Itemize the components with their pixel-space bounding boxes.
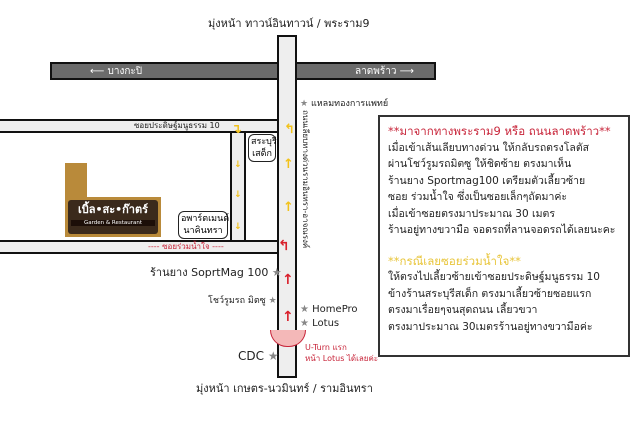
instructions-list-2: ให้ตรงไปเลี้ยวซ้ายเข้าซอยประดิษฐ์มนูธรรม…	[388, 269, 620, 335]
arrow-turn-down-icon: ↴	[231, 122, 242, 137]
instruction-line: ตรงมาเรื่อยๆจนสุดถนน เลี้ยวขวา	[388, 304, 538, 316]
instructions-heading-2: **กรณีเลยซอยร่วมน้ำใจ**	[388, 253, 521, 268]
instruction-line: เมื่อเข้าซอยตรงมาประมาณ 30 เมตร	[388, 207, 555, 220]
landmark-homepro: ★ HomePro	[300, 304, 358, 315]
east-label: ลาดพร้าว	[355, 66, 397, 77]
instruction-line: ให้ตรงไปเลี้ยวซ้ายเข้าซอยประดิษฐ์มนูธรรม…	[388, 271, 600, 283]
arrow-down-icon: ↓	[234, 222, 242, 232]
restaurant-logo: เบิ้ล•สะ•ก๊าตร์ Garden & Restaurant	[65, 197, 161, 237]
instructions-heading-1: **มาจากทางพระราม9 หรือ ถนนลาดพร้าว**	[388, 124, 611, 138]
arrow-turn-left-red-icon: ↰	[278, 238, 290, 254]
road-side-street	[230, 131, 246, 242]
sportmag-label: ร้านยาง SoprtMag 100	[150, 266, 269, 279]
west-label: บางกะปิ	[107, 66, 143, 77]
homepro-label: HomePro	[312, 304, 358, 315]
laemthong-label: แหลมทองการแพทย์	[310, 99, 389, 109]
instruction-line: ซอย ร่วมน้ำใจ ซึ่งเป็นซอยเล็กๆถัดมาค่ะ	[388, 191, 568, 203]
uturn-icon	[270, 330, 306, 347]
landmark-laemthong: ★ แหลมทองการแพทย์	[300, 96, 388, 110]
uturn-line1: U-Turn แรก	[305, 343, 347, 352]
landmark-lotus: ★ Lotus	[300, 318, 339, 329]
instructions-box: **มาจากทางพระราม9 หรือ ถนนลาดพร้าว** เมื…	[378, 115, 630, 357]
arrow-up-red-icon: ↑	[282, 309, 294, 325]
star-icon: ★	[300, 99, 309, 109]
instruction-line: ข้างร้านสระบุรีสเด็ก ตรงมาเลี้ยวซ้ายซอยแ…	[388, 287, 592, 300]
instructions-list-1: เมื่อเข้าเส้นเลียบทางด่วน ให้กลับรถตรงโล…	[388, 140, 620, 239]
star-icon: ★	[271, 266, 282, 279]
road-soi-ruam	[0, 240, 280, 254]
road-main	[277, 35, 297, 378]
instruction-line: ร้านอยู่ทางขวามือ จอดรถที่ลานจอดรถได้เลย…	[388, 224, 616, 236]
lotus-label: Lotus	[312, 318, 340, 329]
logo-figure-icon	[65, 163, 87, 197]
landmark-sportmag: ร้านยาง SoprtMag 100 ★	[150, 263, 282, 281]
soi-pradit-label: ซอยประดิษฐ์มนูธรรม 10	[134, 121, 220, 130]
south-direction: มุ่งหน้า เกษตร-นวมินทร์ / รามอินทรา	[196, 382, 373, 395]
uturn-line2: หน้า Lotus ได้เลยค่ะ	[305, 354, 379, 363]
west-direction: ⟵ บางกะปิ	[90, 66, 143, 77]
landmark-showroom: โชว์รูมรถ มิตซู ★	[208, 293, 277, 307]
instruction-line: ตรงมาประมาณ 30เมตรร้านอยู่ทางขวามือค่ะ	[388, 320, 593, 333]
road-bangkapi-ladprao	[50, 62, 436, 80]
arrow-turn-left-icon: ↰	[284, 122, 295, 137]
arrow-up-icon: ↑	[283, 157, 294, 172]
arrow-up-red-icon: ↑	[282, 272, 294, 288]
north-direction: มุ่งหน้า ทาวน์อินทาวน์ / พระราม9	[208, 17, 370, 30]
arrow-up-icon: ↑	[283, 200, 294, 215]
cdc-label: CDC	[238, 349, 264, 363]
showroom-label: โชว์รูมรถ มิตซู	[208, 296, 266, 306]
star-icon: ★	[300, 318, 309, 329]
instruction-line: ร้านยาง Sportmag100 เตรียมตัวเลี้ยวซ้าย	[388, 174, 586, 187]
main-road-text: ถนนเลียบทางด่วนรามอินทรา-อาจณรงค์	[301, 110, 310, 249]
uturn-note: U-Turn แรก หน้า Lotus ได้เลยค่ะ	[305, 342, 378, 364]
instruction-line: ผ่านโชว์รูมรถมิตซู ให้ชิดซ้าย ตรงมาเห็น	[388, 158, 572, 170]
star-icon: ★	[268, 296, 277, 306]
star-icon: ★	[267, 349, 279, 363]
landmark-saraburi: สระบุรี เสด็ก	[248, 134, 277, 162]
landmark-apartment: อพาร์ตเมนต์ นาคินทรา	[178, 211, 229, 239]
soi-ruam-label: ---- ซอยร่วมน้ำใจ ----	[148, 242, 224, 251]
instruction-line: เมื่อเข้าเส้นเลียบทางด่วน ให้กลับรถตรงโล…	[388, 141, 590, 154]
star-icon: ★	[300, 304, 309, 315]
logo-subtitle: Garden & Restaurant	[71, 220, 155, 226]
main-road-label: ถนนเลียบทางด่วนรามอินทรา-อาจณรงค์	[300, 110, 314, 270]
arrow-down-icon: ↓	[234, 160, 242, 170]
landmark-cdc: CDC ★	[238, 349, 279, 363]
arrow-down-icon: ↓	[234, 190, 242, 200]
east-direction: ลาดพร้าว ⟶	[355, 66, 414, 77]
logo-name: เบิ้ล•สะ•ก๊าตร์	[77, 203, 149, 216]
